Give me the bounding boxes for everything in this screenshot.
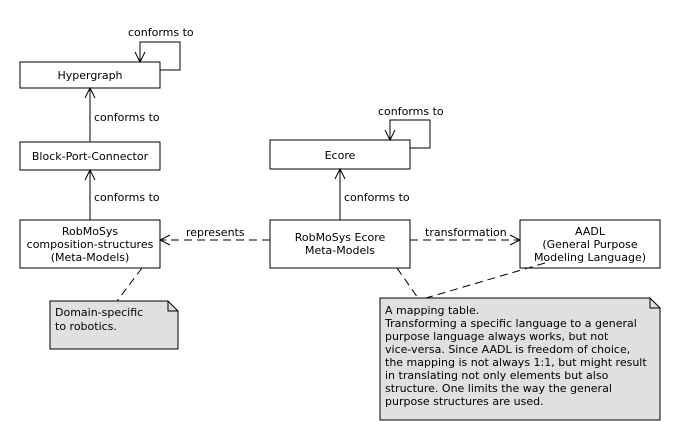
note-domain-specific: Domain-specific to robotics. [49, 267, 179, 350]
node-hypergraph: Hypergraph [19, 61, 161, 89]
node-robmosys-ecore-line-2: Meta-Models [305, 244, 375, 257]
note-mapping-line-5: the mapping is not always 1:1, but might… [385, 356, 647, 369]
edge-transformation: transformation [410, 226, 522, 246]
node-aadl-line-3: Modeling Language) [534, 251, 646, 264]
edge-bpc-to-hypergraph: conforms to [84, 86, 160, 142]
edge-transformation-label: transformation [425, 226, 507, 239]
note-mapping-line-6: in translating not only elements but als… [385, 369, 609, 382]
node-block-port-connector: Block-Port-Connector [19, 141, 161, 171]
note-mapping-line-3: purpose language always works, but not [385, 330, 609, 343]
node-robmosys-ecore-meta-models: RobMoSys Ecore Meta-Models [269, 219, 411, 269]
node-robmosys-composition-structures: RobMoSys composition-structures (Meta-Mo… [19, 219, 161, 269]
edge-represents: represents [158, 226, 270, 246]
node-robmosys-ecore-line-1: RobMoSys Ecore [295, 231, 386, 244]
edge-ecore-self-label: conforms to [378, 105, 444, 118]
edge-rme-to-ecore: conforms to [334, 167, 410, 220]
note-mapping-line-8: purpose structures are used. [385, 395, 544, 408]
note-domain-line-1: Domain-specific [55, 306, 143, 319]
node-robmosys-cs-line-2: composition-structures [27, 238, 154, 251]
edge-cs-to-bpc-label: conforms to [94, 191, 160, 204]
node-aadl-line-2: (General Purpose [542, 238, 638, 251]
node-block-port-connector-label: Block-Port-Connector [32, 150, 149, 163]
node-aadl: AADL (General Purpose Modeling Language) [519, 219, 661, 269]
edge-represents-label: represents [186, 226, 245, 239]
note-mapping-line-7: structure. One limits the way the genera… [385, 382, 612, 395]
edge-rme-to-ecore-label: conforms to [344, 191, 410, 204]
edge-ecore-self: conforms to [378, 105, 444, 149]
edge-cs-to-bpc: conforms to [84, 168, 160, 220]
node-aadl-line-1: AADL [575, 225, 606, 238]
node-robmosys-cs-line-1: RobMoSys [62, 225, 119, 238]
note-domain-line-2: to robotics. [55, 320, 117, 333]
note-mapping-line-1: A mapping table. [385, 304, 479, 317]
note-mapping-line-2: Transforming a specific language to a ge… [384, 317, 637, 330]
edge-hypergraph-self: conforms to [128, 26, 194, 71]
edge-hypergraph-self-label: conforms to [128, 26, 194, 39]
node-ecore: Ecore [269, 139, 411, 170]
node-robmosys-cs-line-3: (Meta-Models) [51, 251, 130, 264]
edge-bpc-to-hypergraph-label: conforms to [94, 111, 160, 124]
node-ecore-label: Ecore [325, 149, 356, 162]
note-mapping-line-4: vice-versa. Since AADL is freedom of cho… [385, 343, 630, 356]
note-mapping-table: A mapping table. Transforming a specific… [379, 262, 661, 421]
node-hypergraph-label: Hypergraph [57, 69, 122, 82]
